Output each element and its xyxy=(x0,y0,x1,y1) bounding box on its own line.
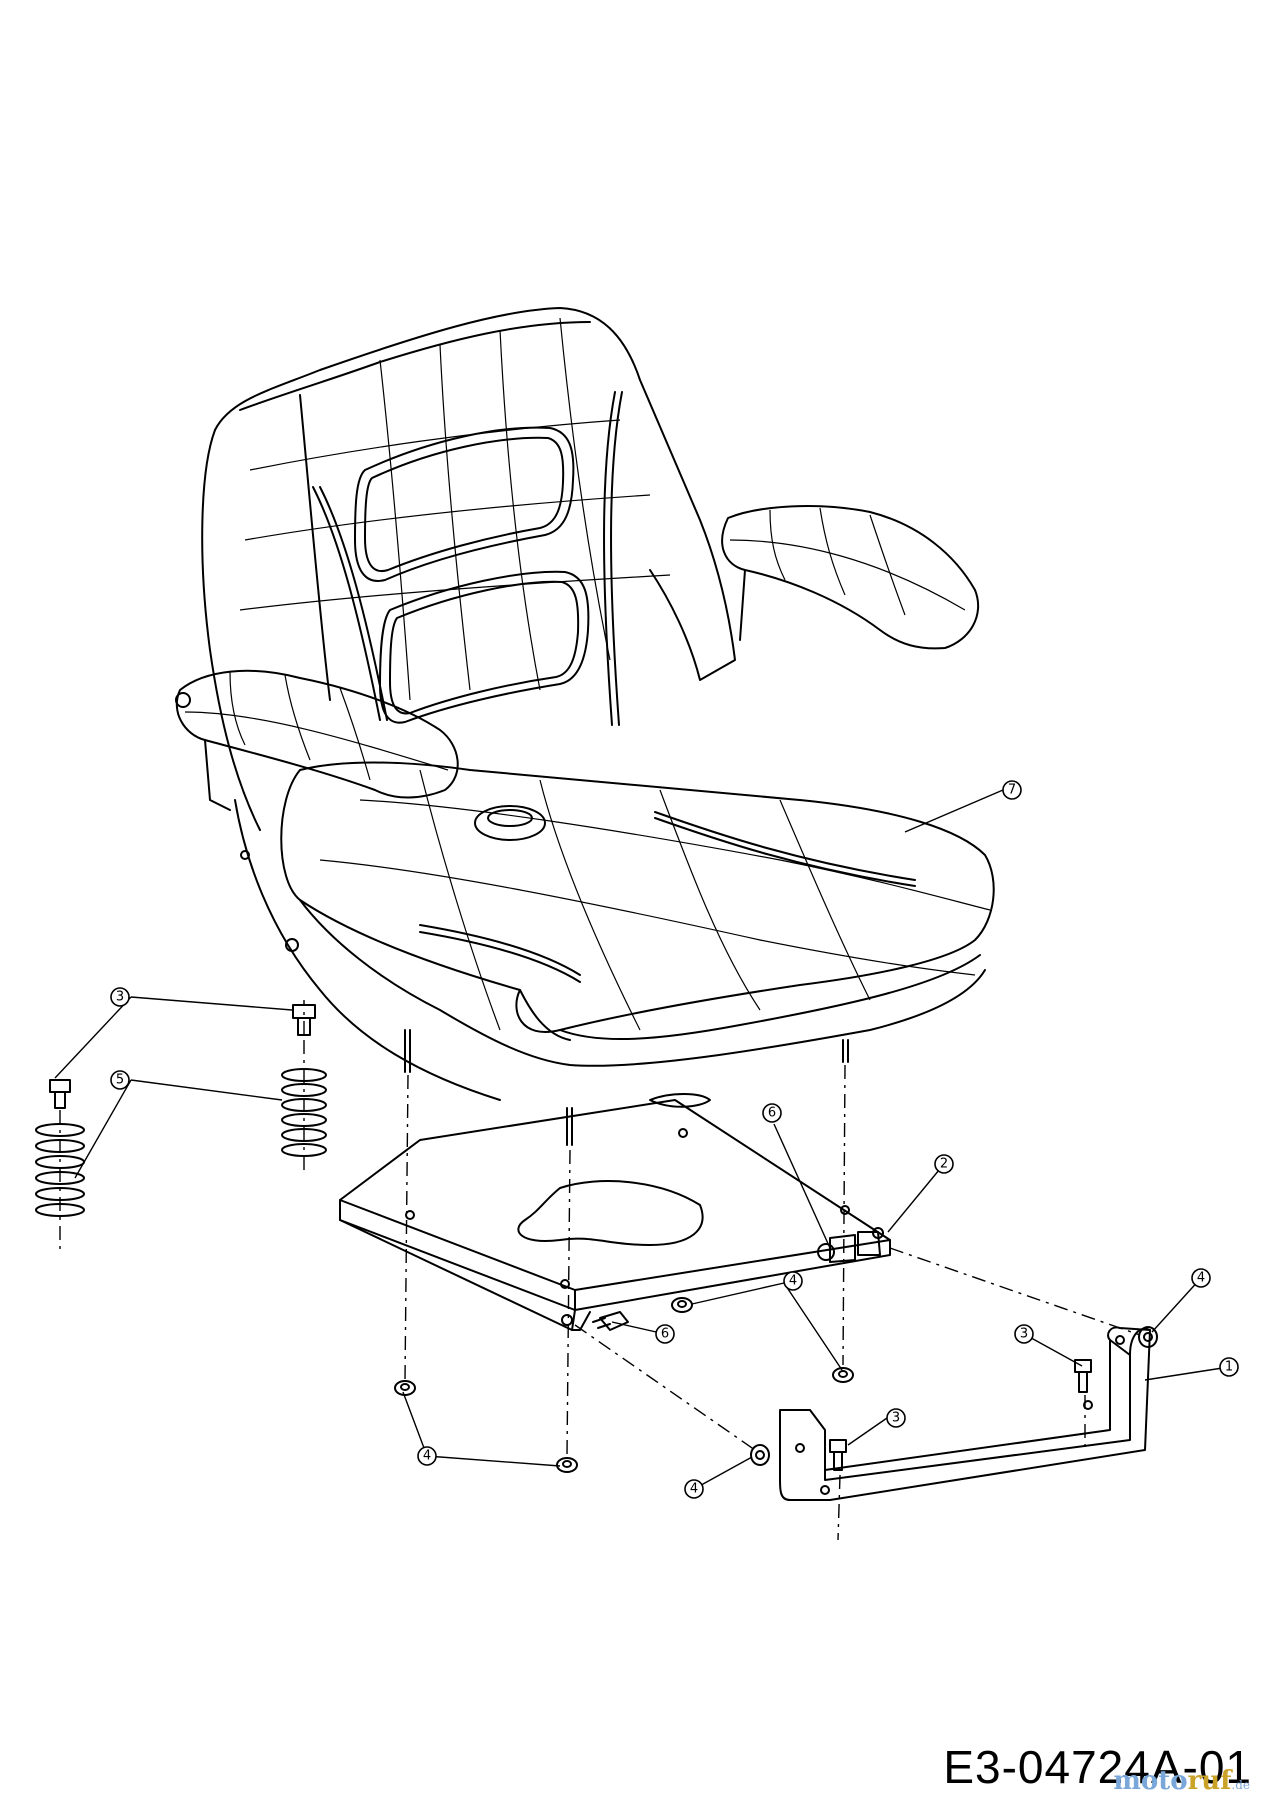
callout-6-left: 6 xyxy=(655,1324,675,1344)
callout-4-label: 4 xyxy=(690,1482,698,1497)
callout-5-label: 5 xyxy=(116,1073,124,1088)
callout-1: 1 xyxy=(1219,1357,1239,1377)
nut-bracket-left xyxy=(750,1444,770,1466)
bolt-bracket-left xyxy=(829,1439,847,1471)
callout-3-label: 3 xyxy=(1020,1327,1028,1342)
nut-left-front xyxy=(394,1380,416,1396)
callout-3-label: 3 xyxy=(116,990,124,1005)
nut-center-right xyxy=(671,1297,693,1313)
watermark-logo: motoruf.de xyxy=(1113,1766,1250,1796)
callout-6-label: 6 xyxy=(661,1327,669,1342)
callout-3-label: 3 xyxy=(892,1411,900,1426)
callout-1-label: 1 xyxy=(1225,1360,1233,1375)
callout-4-center: 4 xyxy=(783,1271,803,1291)
callout-7-label: 7 xyxy=(1008,783,1016,798)
callout-4-label: 4 xyxy=(1197,1271,1205,1286)
bolt-left-spring xyxy=(49,1079,71,1109)
spring-right xyxy=(281,1040,327,1170)
spring-left xyxy=(35,1110,85,1250)
nut-under-plate xyxy=(832,1367,854,1383)
callout-7: 7 xyxy=(1002,780,1022,800)
bolt-bracket-right xyxy=(1074,1359,1092,1393)
callout-2: 2 xyxy=(934,1154,954,1174)
callout-3-bracket-right: 3 xyxy=(1014,1324,1034,1344)
watermark-suffix: .de xyxy=(1231,1778,1250,1792)
callout-4-front-left: 4 xyxy=(417,1446,437,1466)
callout-6-label: 6 xyxy=(768,1106,776,1121)
mounting-plate xyxy=(339,1099,891,1331)
bracket xyxy=(779,1326,1151,1501)
watermark-brand-b: ruf xyxy=(1187,1766,1232,1796)
callout-3-bracket-left: 3 xyxy=(886,1408,906,1428)
callout-4-bracket-left: 4 xyxy=(684,1479,704,1499)
callout-4-bracket-right: 4 xyxy=(1191,1268,1211,1288)
callout-5: 5 xyxy=(110,1070,130,1090)
callout-4-label: 4 xyxy=(789,1274,797,1289)
center-lines xyxy=(303,1000,1141,1541)
watermark-brand-a: moto xyxy=(1113,1766,1188,1796)
leader-lines xyxy=(54,789,1230,1490)
callout-2-label: 2 xyxy=(940,1157,948,1172)
nut-center-front xyxy=(556,1457,578,1473)
callout-3-top-left: 3 xyxy=(110,987,130,1007)
seat-assembly xyxy=(175,307,995,1146)
nut-bracket-right xyxy=(1138,1326,1158,1348)
callout-6-right: 6 xyxy=(762,1103,782,1123)
callout-4-label: 4 xyxy=(423,1449,431,1464)
drawing-number: E3-04724A-01 xyxy=(943,1741,1252,1793)
